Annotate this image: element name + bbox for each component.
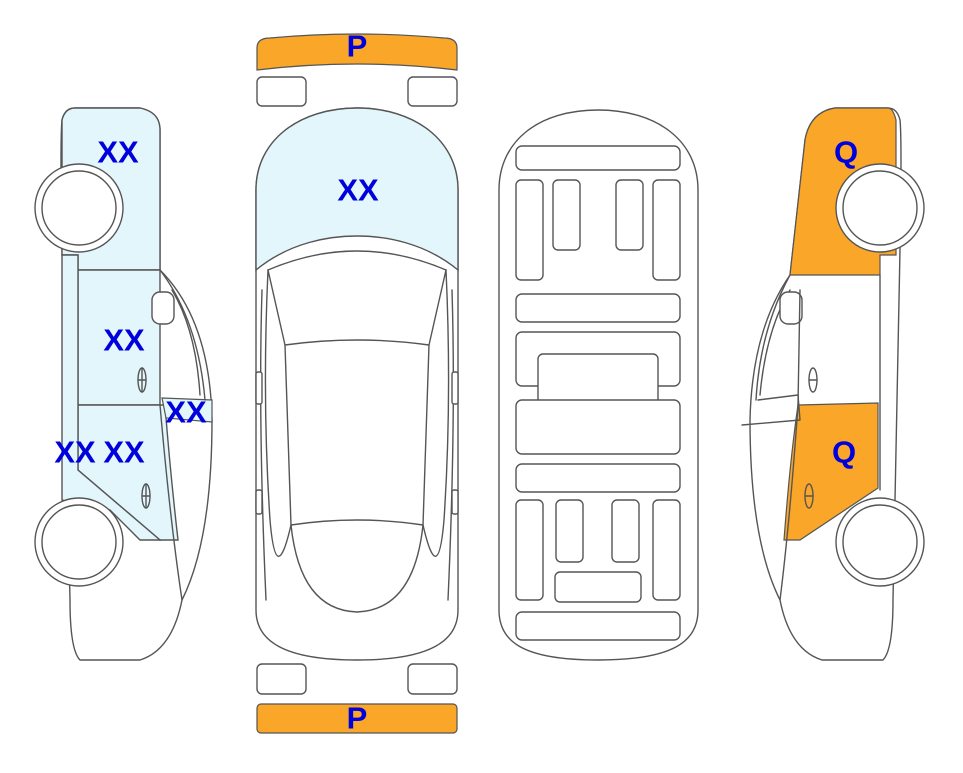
right-rear-quarter-label: Q: [834, 135, 858, 170]
car-underbody-view: [498, 109, 699, 661]
left-lower-label-a: XX: [54, 435, 96, 470]
car-right-side-view: [741, 107, 925, 661]
left-rear-door-label: XX: [103, 323, 145, 358]
left-handle-strip[interactable]: [161, 397, 213, 423]
rear-bumper-label: P: [347, 701, 368, 736]
rear-bumper[interactable]: [256, 703, 458, 734]
front-bumper-label: P: [347, 29, 368, 64]
top-hood-panel[interactable]: [255, 107, 459, 272]
left-rear-quarter-label: XX: [97, 135, 139, 170]
left-lower-label-b: XX: [103, 435, 145, 470]
rear-right-light: [407, 663, 458, 695]
rear-left-light: [256, 663, 307, 695]
right-rear-door-panel[interactable]: [783, 402, 879, 541]
car-top-view: [255, 107, 459, 661]
front-right-light: [407, 76, 458, 107]
car-left-side-view: [34, 107, 213, 661]
right-rear-door-label: Q: [832, 435, 856, 470]
left-handle-label: XX: [165, 395, 207, 430]
front-left-light: [256, 76, 307, 107]
top-roof-label: XX: [337, 173, 379, 208]
front-bumper[interactable]: [256, 33, 458, 71]
